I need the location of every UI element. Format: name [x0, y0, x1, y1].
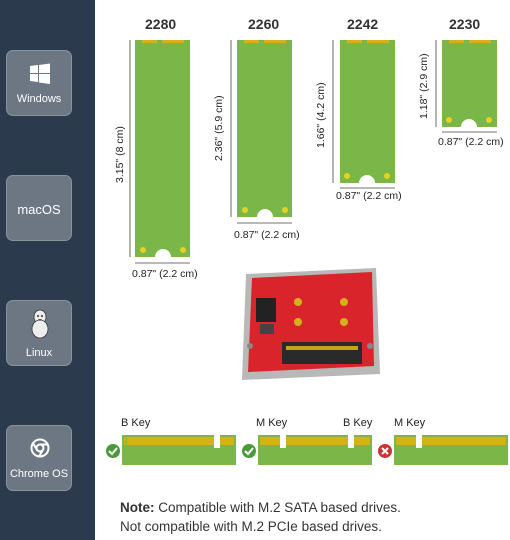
drive-board-2280: [129, 40, 190, 265]
drive-board-2230: [435, 40, 497, 135]
note-line-1-text: Compatible with M.2 SATA based drives.: [154, 500, 401, 515]
check-icon-b-key: [106, 444, 120, 458]
windows-icon: [30, 63, 50, 84]
chrome-icon: [30, 438, 50, 458]
width-label-2260: 0.87" (2.2 cm): [234, 229, 300, 241]
size-title-2242: 2242: [347, 16, 379, 32]
os-label-windows: Windows: [16, 93, 62, 105]
os-label-linux: Linux: [25, 347, 53, 359]
width-label-2230: 0.87" (2.2 cm): [438, 136, 504, 148]
os-label-chromeos: Chrome OS: [9, 468, 69, 480]
tux-penguin-icon: [31, 309, 49, 339]
key-label-b: B Key: [121, 417, 151, 429]
os-tile-linux: Linux: [6, 300, 72, 366]
connector-bm-key: [258, 435, 372, 465]
size-title-2230: 2230: [449, 16, 481, 32]
os-sidebar: Windows macOS Linux Chrome OS: [0, 0, 95, 540]
check-icon-bm-key: [242, 444, 256, 458]
size-title-2280: 2280: [145, 16, 177, 32]
drive-board-2242: [332, 40, 395, 191]
note-line-1: Note: Compatible with M.2 SATA based dri…: [120, 498, 401, 517]
compatibility-note: Note: Compatible with M.2 SATA based dri…: [120, 498, 401, 536]
os-tile-macos: macOS: [6, 175, 72, 241]
size-title-2260: 2260: [248, 16, 280, 32]
key-label-m-1: M Key: [256, 417, 288, 429]
cross-icon-m-key: [378, 444, 392, 458]
note-line-2: Not compatible with M.2 PCIe based drive…: [120, 519, 382, 534]
os-tile-chromeos: Chrome OS: [6, 425, 72, 491]
os-label-macos: macOS: [17, 202, 61, 217]
note-bold-label: Note:: [120, 500, 155, 515]
key-label-m-2: M Key: [394, 417, 426, 429]
m2-drive-diagrams: [129, 40, 497, 265]
key-label-b-2: B Key: [343, 417, 373, 429]
width-label-2242: 0.87" (2.2 cm): [336, 190, 402, 202]
connector-m-key: [394, 435, 508, 465]
width-label-2280: 0.87" (2.2 cm): [132, 268, 198, 280]
drive-board-2260: [230, 40, 292, 225]
adapter-board-image: [242, 268, 380, 380]
os-tile-windows: Windows: [6, 50, 72, 116]
connector-b-key: [122, 435, 236, 465]
